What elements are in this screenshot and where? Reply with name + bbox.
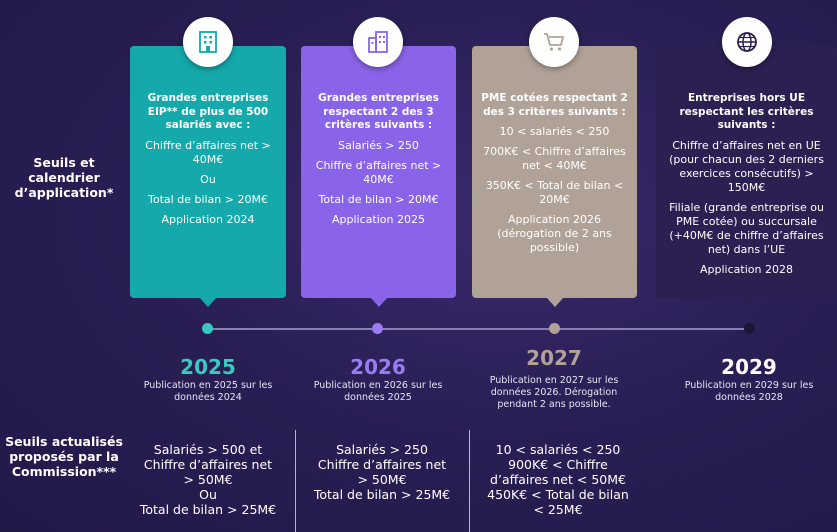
threshold-line: 900K€ < Chiffre: [508, 457, 608, 472]
threshold-line: d’affaires net < 50M€: [490, 472, 626, 487]
threshold-line: Total de bilan > 25M€: [139, 502, 277, 517]
column-divider: [469, 430, 470, 532]
row-label-updated-thresholds: Seuils actualisés proposés par la Commis…: [5, 434, 123, 479]
threshold-line: > 50M€: [357, 472, 407, 487]
card-pointer: [369, 297, 388, 307]
office-buildings-icon: [353, 17, 403, 67]
threshold-line: 10 < salariés < 250: [495, 442, 621, 457]
card-pointer: [737, 297, 756, 307]
threshold-line: < 25M€: [533, 502, 583, 517]
building-icon: [183, 17, 233, 67]
card-listed-sme: PME cotées respectant 2 des 3 critères s…: [472, 46, 637, 307]
card-line: Application 2028: [700, 262, 793, 276]
publication-note: Publication en 2027 sur les données 2026…: [489, 375, 619, 410]
updated-thresholds-large-eip: Salariés > 500 et Chiffre d’affaires net…: [128, 442, 288, 517]
globe-icon: [722, 17, 772, 67]
card-pointer: [199, 297, 217, 307]
timeline-line: [207, 328, 750, 330]
threshold-line: Salariés > 250: [336, 442, 428, 457]
threshold-line: 450K€ < Total de bilan: [487, 487, 629, 502]
threshold-line: > 50M€: [183, 472, 233, 487]
updated-thresholds-large-companies: Salariés > 250 Chiffre d’affaires net > …: [302, 442, 462, 502]
row-label-thresholds: Seuils et calendrier d’application*: [14, 155, 114, 200]
card-line: Chiffre d’affaires net en UE (pour chacu…: [669, 138, 824, 194]
threshold-line: Chiffre d’affaires net: [317, 457, 447, 472]
card-line: Ou: [200, 172, 216, 186]
updated-thresholds-listed-sme: 10 < salariés < 250 900K€ < Chiffre d’af…: [478, 442, 638, 517]
publication-note: Publication en 2029 sur les données 2028: [684, 380, 814, 403]
year-2025: 2025: [180, 355, 236, 379]
year-2026: 2026: [350, 355, 406, 379]
publication-note: Publication en 2026 sur les données 2025: [313, 380, 443, 403]
card-non-eu-companies: Entreprises hors UE respectant les critè…: [656, 46, 837, 307]
timeline-dot-2025: [202, 323, 213, 334]
card-line: Total de bilan > 20M€: [148, 192, 268, 206]
card-line: Chiffre d’affaires net > 40M€: [315, 158, 442, 186]
card-line: Application 2026 (dérogation de 2 ans po…: [497, 213, 612, 254]
year-2027: 2027: [526, 346, 582, 370]
threshold-line: Ou: [199, 487, 217, 502]
card-pointer: [545, 297, 564, 307]
card-line: Salariés > 250: [338, 138, 419, 152]
card-heading: Grandes entreprises respectant 2 des 3 c…: [318, 92, 439, 131]
publication-note: Publication en 2025 sur les données 2024: [143, 380, 273, 403]
card-line: Filiale (grande entreprise ou PME cotée)…: [669, 200, 824, 256]
card-line: 700K€ < Chiffre d’affaires net < 40M€: [483, 145, 626, 172]
year-2029: 2029: [721, 355, 777, 379]
threshold-line: Total de bilan > 25M€: [313, 487, 451, 502]
threshold-line: Salariés > 500 et: [153, 442, 263, 457]
shopping-cart-icon: [529, 17, 579, 67]
timeline-dot-2026: [372, 323, 383, 334]
card-line: Application 2025: [332, 212, 425, 226]
card-line: 350K€ < Total de bilan < 20M€: [485, 179, 624, 206]
card-heading: Grandes entreprises EIP** de plus de 500…: [147, 92, 269, 131]
threshold-line: Chiffre d’affaires net: [143, 457, 273, 472]
card-line: Total de bilan > 20M€: [318, 192, 439, 206]
column-divider: [295, 430, 296, 532]
card-line: 10 < salariés < 250: [499, 125, 610, 138]
card-large-eip: Grandes entreprises EIP** de plus de 500…: [130, 46, 286, 307]
timeline-dot-2029: [744, 323, 755, 334]
card-line: Chiffre d’affaires net > 40M€: [145, 138, 271, 166]
card-heading: PME cotées respectant 2 des 3 critères s…: [481, 92, 628, 118]
card-line: Application 2024: [161, 212, 255, 226]
timeline-dot-2027: [549, 323, 560, 334]
card-large-companies: Grandes entreprises respectant 2 des 3 c…: [301, 46, 456, 307]
card-heading: Entreprises hors UE respectant les critè…: [679, 92, 814, 131]
